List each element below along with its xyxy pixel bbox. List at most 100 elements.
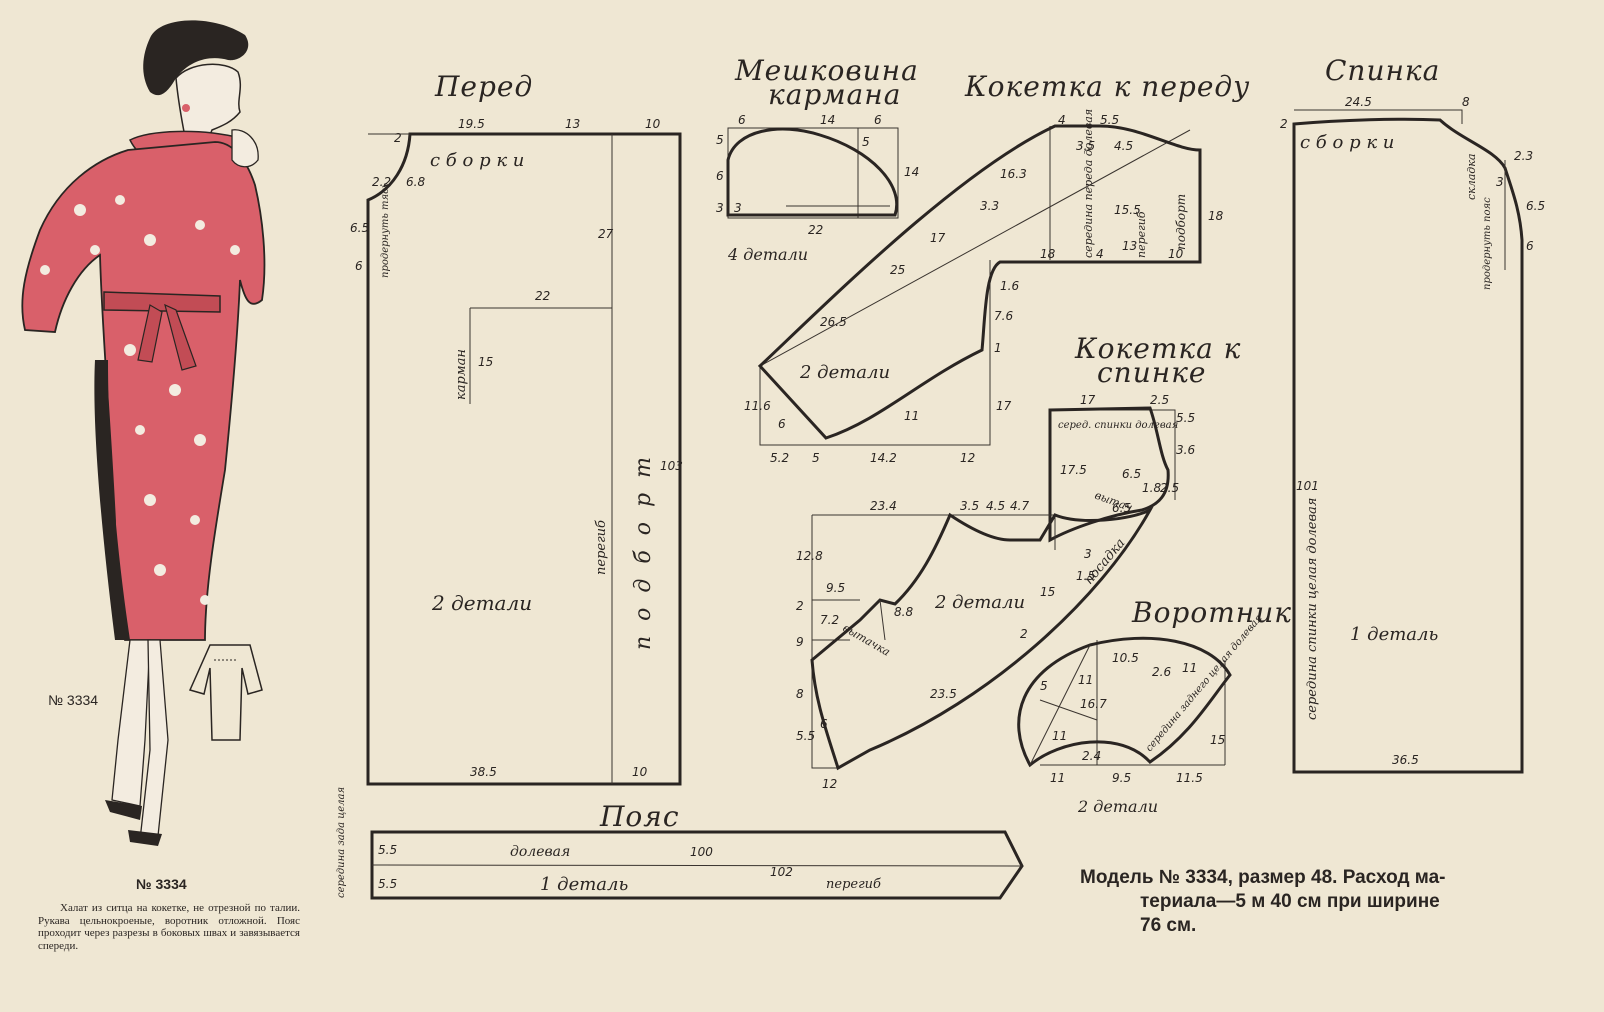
- back-dim-3: 2: [1280, 117, 1288, 131]
- pocket-bag-dim-9: 14: [904, 165, 919, 179]
- back-yoke-dim-6: 1.8: [1142, 481, 1161, 495]
- pocket-bag-dim-1: 6: [738, 113, 746, 127]
- back-center: середина спинки целая долевая: [1305, 498, 1320, 720]
- front-yoke-dim-8: 25: [890, 263, 905, 277]
- pocket-bag-title-1: Мешковина: [734, 54, 919, 87]
- front-dim-2: 13: [565, 117, 580, 131]
- back-dim-2: 8: [1462, 95, 1470, 109]
- front-dim-10: 15: [478, 355, 493, 369]
- sleeve-dim-9: 7.2: [820, 613, 839, 627]
- sleeve-dim-17: 23.5: [930, 687, 957, 701]
- model-description: Халат из ситца на кокетке, не отрезной п…: [38, 902, 300, 952]
- front-dim-14: 6.8: [406, 175, 425, 189]
- fashion-illustration: [21, 20, 266, 846]
- front-yoke-dim-7: 17: [930, 231, 946, 245]
- back-dim-9: 36.5: [1392, 753, 1419, 767]
- front-yoke-dim-11: 15.5: [1114, 203, 1141, 217]
- front-dim-12: 38.5: [470, 765, 497, 779]
- collar-dim-5: 11: [1078, 673, 1093, 687]
- belt-pieces: 1 деталь: [540, 874, 628, 895]
- sleeve-dim-10: 8.8: [894, 605, 913, 619]
- pocket-bag-dim-8: 3: [734, 201, 742, 215]
- front-yoke-facing: подборт: [1174, 194, 1188, 250]
- sleeve-dim-8: 2: [796, 599, 804, 613]
- back-dim-1: 24.5: [1345, 95, 1372, 109]
- pocket-bag-dim-4: 5: [716, 133, 724, 147]
- front-dim-1: 19.5: [458, 117, 485, 131]
- back-dim-8: 101: [1296, 479, 1319, 493]
- front-yoke-dim-15: 18: [1208, 209, 1224, 223]
- sleeve-dim-3: 4.5: [986, 499, 1005, 513]
- front-yoke-dim-3: 3.5: [1076, 139, 1095, 153]
- sleeve-dim-19: 3: [1084, 547, 1092, 561]
- back-pieces: 1 деталь: [1350, 624, 1438, 645]
- belt-dim-4: 5.5: [378, 877, 397, 891]
- back-turn: продернуть пояс: [1482, 197, 1493, 290]
- front-dim-3: 10: [645, 117, 661, 131]
- back-title: Спинка: [1325, 54, 1440, 87]
- front-yoke-panel: Кокетка к переду 2 детали середина перед…: [744, 70, 1249, 465]
- front-yoke-dim-24: 5: [812, 451, 820, 465]
- pocket-bag-dim-10: 22: [808, 223, 823, 237]
- belt-grain: долевая: [510, 844, 570, 860]
- collar-center: середина заднего целая долевая: [1144, 613, 1265, 754]
- belt-title: Пояс: [599, 800, 680, 833]
- collar-dim-12: 11: [1050, 771, 1065, 785]
- model-caption-line-2: териала—5 м 40 см при ширине: [1140, 891, 1440, 912]
- back-dim-7: 6: [1526, 239, 1534, 253]
- front-yoke-pieces: 2 детали: [799, 362, 890, 383]
- front-yoke-dim-20: 6: [778, 417, 786, 431]
- front-yoke-dim-25: 14.2: [870, 451, 897, 465]
- model-number-small: № 3334: [48, 692, 99, 708]
- front-panel: Перед с б о р к и 2 детали перегиб п о д…: [350, 70, 683, 786]
- front-yoke-dim-19: 11.6: [744, 399, 771, 413]
- belt-fold: перегиб: [826, 877, 881, 892]
- pocket-bag-dim-5: 5: [862, 135, 870, 149]
- back-yoke-dim-3: 5.5: [1176, 411, 1195, 425]
- front-yoke-dim-23: 5.2: [770, 451, 789, 465]
- front-pocket-label: карман: [454, 349, 469, 400]
- sleeve-dim-5: 17.5: [1060, 463, 1087, 477]
- sleeve-dim-16: 15: [1040, 585, 1055, 599]
- back-yoke-panel: Кокетка к спинке серед. спинки долевая в…: [1048, 332, 1241, 543]
- collar-pieces: 2 детали: [1077, 797, 1158, 816]
- collar-dim-2: 2.6: [1152, 665, 1171, 679]
- front-dim-5: 2.2: [372, 175, 391, 189]
- belt-dim-3: 5.5: [378, 843, 397, 857]
- back-yoke-dim-2: 2.5: [1150, 393, 1169, 407]
- front-dim-6: 6.5: [350, 221, 369, 235]
- back-yoke-dim-4: 3.6: [1176, 443, 1195, 457]
- collar-dim-6: 16.7: [1080, 697, 1107, 711]
- sleeve-dim-2: 3.5: [960, 499, 979, 513]
- sleeve-dim-11: 9: [796, 635, 804, 649]
- front-dim-7: 6: [355, 259, 363, 273]
- front-yoke-dim-18: 1: [994, 341, 1002, 355]
- pocket-bag-dim-6: 3: [716, 201, 724, 215]
- back-panel: Спинка с б о р к и 1 деталь середина спи…: [1280, 54, 1545, 774]
- front-turn-label: продернуть тясь: [380, 183, 391, 278]
- belt-dim-2: 102: [770, 865, 793, 879]
- front-dim-8: 27: [598, 227, 614, 241]
- back-fold: складка: [1465, 154, 1478, 200]
- collar-dim-9: 9.5: [1112, 771, 1131, 785]
- back-yoke-center: серед. спинки долевая: [1058, 420, 1178, 431]
- front-yoke-dim-4: 4.5: [1114, 139, 1133, 153]
- sleeve-pieces: 2 детали: [934, 592, 1025, 613]
- model-caption-line-1: Модель № 3334, размер 48. Расход ма-: [1080, 867, 1446, 888]
- front-fold-label: перегиб: [594, 520, 609, 575]
- back-yoke-title-1: Кокетка к: [1074, 332, 1241, 365]
- sleeve-dim-7: 9.5: [826, 581, 845, 595]
- front-yoke-dim-26: 12: [960, 451, 975, 465]
- pocket-bag-dim-7: 6: [716, 169, 724, 183]
- front-yoke-dim-17: 7.6: [994, 309, 1013, 323]
- sleeve-dim-15: 12: [822, 777, 837, 791]
- back-dim-5: 3: [1496, 175, 1504, 189]
- collar-dim-8: 2.4: [1082, 749, 1101, 763]
- collar-title: Воротник: [1131, 596, 1292, 629]
- belt-dim-1: 100: [690, 845, 713, 859]
- sleeve-dim-20: 6.5: [1112, 501, 1131, 515]
- front-yoke-dim-9: 26.5: [820, 315, 847, 329]
- back-dim-4: 2.3: [1514, 149, 1533, 163]
- collar-dim-7: 11: [1052, 729, 1067, 743]
